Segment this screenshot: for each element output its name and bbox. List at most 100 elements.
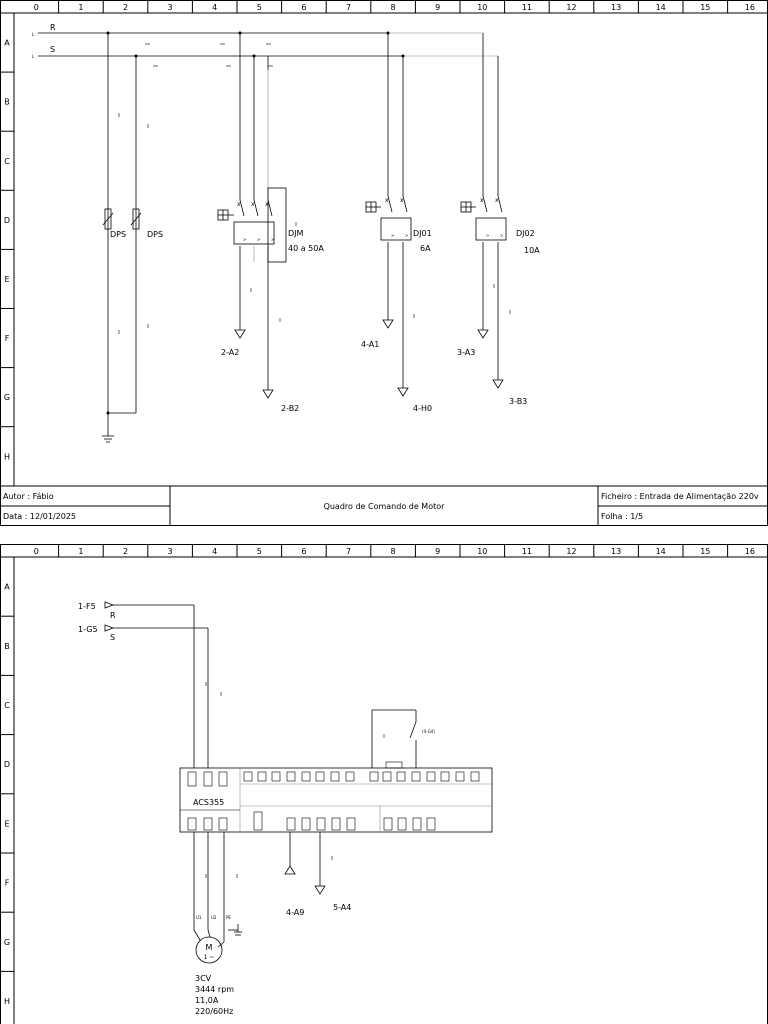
column-label: 0 [34, 3, 39, 12]
column-label: 8 [391, 547, 396, 556]
title-date: Data : 12/01/2025 [3, 512, 76, 521]
column-label: 13 [611, 3, 621, 12]
row-label: H [4, 997, 10, 1006]
terminal [455, 771, 465, 782]
row-label: E [4, 275, 9, 284]
terminal [412, 817, 422, 831]
row-label: H [4, 452, 10, 461]
dj01-label: DJ01 [413, 229, 432, 238]
terminal [440, 771, 450, 782]
djm-label: DJM [288, 229, 304, 238]
dps1-icon [104, 208, 112, 230]
motor-term-pe: PE [226, 915, 231, 920]
title-sheet: Folha : 1/5 [601, 512, 643, 521]
terminal [257, 771, 267, 782]
column-label: 10 [477, 3, 487, 12]
terminal [330, 771, 340, 782]
terminal [426, 817, 436, 831]
ref-4a1: 4-A1 [361, 340, 379, 349]
column-label: 10 [477, 547, 487, 556]
terminal [396, 771, 406, 782]
terminal [345, 771, 355, 782]
terminal [301, 771, 311, 782]
title-block: Autor : Fábio Data : 12/01/2025 Quadro d… [0, 486, 768, 525]
column-label: 1 [78, 547, 83, 556]
svg-text:x: x [400, 197, 404, 204]
column-label: 11 [522, 3, 532, 12]
row-label: F [5, 879, 10, 888]
dj02-label: DJ02 [516, 229, 535, 238]
column-label: 15 [700, 3, 710, 12]
sheet1-frame [0, 0, 768, 526]
drive-label: ACS355 [193, 798, 224, 807]
column-label: 12 [566, 547, 576, 556]
title-file: Ficheiro : Entrada de Alimentação 220v [601, 492, 759, 501]
terminal [369, 771, 379, 782]
column-label: 9 [435, 547, 440, 556]
svg-text:L: L [32, 32, 35, 37]
terminal [382, 771, 392, 782]
column-label: 5 [257, 547, 262, 556]
svg-text:x: x [495, 197, 499, 204]
row-label: E [4, 819, 9, 828]
bus-r-label: R [50, 23, 56, 32]
column-label: 8 [391, 3, 396, 12]
motor-rpm: 3444 rpm [195, 985, 234, 994]
motor-power: 3CV [195, 974, 212, 983]
dj02-rating: 10A [524, 246, 540, 255]
label-r: R [110, 611, 116, 620]
motor-symbol: M [206, 943, 213, 952]
ref-2a2: 2-A2 [221, 348, 239, 357]
motor-icon [195, 936, 223, 964]
terminal [383, 817, 393, 831]
terminal [301, 817, 311, 831]
motor-term-u2: U2 [211, 915, 217, 920]
ref-5a4: 5-A4 [333, 903, 351, 912]
column-label: 5 [257, 3, 262, 12]
row-label: D [4, 216, 10, 225]
label-s: S [110, 633, 115, 642]
terminal [315, 771, 325, 782]
contact-ref: (4-G4) [422, 729, 435, 734]
dps2-label: DPS [147, 230, 163, 239]
svg-text:>: > [500, 233, 503, 238]
column-label: 7 [346, 547, 351, 556]
svg-text:>: > [243, 237, 246, 242]
terminal [426, 771, 436, 782]
sheet2-circuit: 1-F5 1-G5 R S [78, 601, 493, 1016]
ref-1f5: 1-F5 [78, 602, 96, 611]
motor-current: 11,0A [195, 996, 219, 1005]
row-label: G [4, 938, 10, 947]
column-label: 13 [611, 547, 621, 556]
dps2-icon [132, 208, 140, 230]
ref-4h0: 4-H0 [413, 404, 432, 413]
svg-text:>: > [257, 237, 260, 242]
column-label: 0 [34, 547, 39, 556]
terminal [243, 771, 253, 782]
terminal [411, 771, 421, 782]
svg-text:>: > [391, 233, 394, 238]
svg-text:>: > [486, 233, 489, 238]
ref-1g5: 1-G5 [78, 625, 98, 634]
svg-text:x: x [480, 197, 484, 204]
svg-text:L: L [32, 54, 35, 59]
svg-text:x: x [237, 201, 241, 208]
terminal [470, 771, 480, 782]
terminal [316, 817, 326, 831]
ref-3b3: 3-B3 [509, 397, 527, 406]
column-label: 14 [656, 547, 666, 556]
svg-text:>: > [405, 233, 408, 238]
relay-contact [371, 709, 417, 769]
terminal [397, 817, 407, 831]
column-label: 16 [745, 3, 755, 12]
sheet2-frame [0, 544, 768, 1024]
row-label: C [4, 157, 10, 166]
column-label: 16 [745, 547, 755, 556]
column-label: 9 [435, 3, 440, 12]
